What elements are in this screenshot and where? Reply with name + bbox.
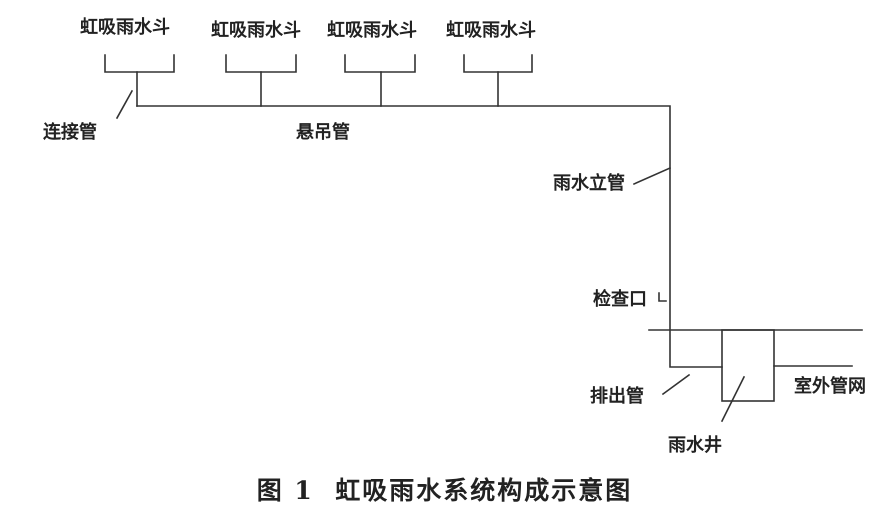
label-downpipe: 雨水立管 — [553, 173, 625, 194]
roof-drain-4-hopper — [463, 54, 533, 73]
label-rain-well: 雨水井 — [668, 435, 722, 456]
roof-drain-3 — [344, 54, 416, 107]
figure-caption: 图 1 虹吸雨水系统构成示意图 — [0, 478, 889, 503]
roof-drain-2-hopper — [225, 54, 297, 73]
label-suspended-pipe: 悬吊管 — [296, 122, 350, 143]
roof-drain-1-hopper — [104, 54, 175, 73]
label-discharge-pipe: 排出管 — [590, 386, 644, 407]
figure-number: 图 1 — [256, 476, 314, 505]
label-roof-drain-2: 虹吸雨水斗 — [211, 20, 301, 41]
leader-discharge-pipe — [661, 373, 691, 396]
label-roof-drain-3: 虹吸雨水斗 — [327, 20, 417, 41]
roof-drain-4 — [463, 54, 533, 107]
rain-well-box — [721, 329, 775, 402]
label-outdoor-network: 室外管网 — [794, 376, 866, 397]
roof-drain-2 — [225, 54, 297, 107]
label-roof-drain-1: 虹吸雨水斗 — [80, 17, 170, 38]
inspection-port-tick — [658, 292, 667, 302]
label-roof-drain-4: 虹吸雨水斗 — [446, 20, 536, 41]
label-connector-pipe: 连接管 — [43, 122, 97, 143]
leader-rain-well — [720, 375, 746, 423]
pipe-run-suspended-downpipe-discharge — [136, 105, 723, 368]
leader-downpipe — [632, 166, 672, 186]
leader-connector-pipe — [115, 89, 134, 120]
roof-drain-3-hopper — [344, 54, 416, 73]
label-inspection-port: 检查口 — [593, 289, 647, 310]
roof-drain-1 — [104, 54, 175, 107]
figure-title: 虹吸雨水系统构成示意图 — [335, 476, 633, 505]
